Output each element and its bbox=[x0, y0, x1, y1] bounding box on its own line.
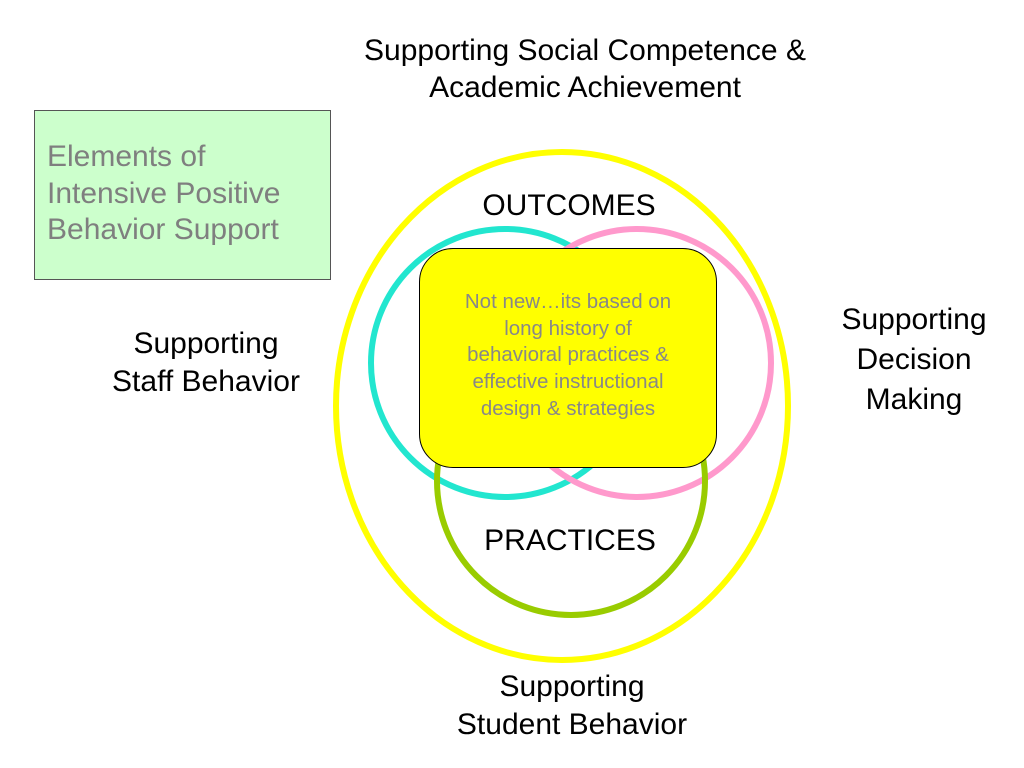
staff-behavior-label: Supporting Staff Behavior bbox=[86, 325, 326, 402]
decision-making-label-line-1: Supporting bbox=[841, 303, 987, 336]
student-behavior-label: Supporting Student Behavior bbox=[402, 668, 742, 745]
diagram-heading-line-1: Supporting Social Competence & bbox=[364, 34, 806, 67]
student-behavior-label-line-1: Supporting bbox=[499, 670, 645, 703]
decision-making-label-line-2: Decision bbox=[856, 342, 972, 376]
staff-behavior-label-line-2: Staff Behavior bbox=[112, 365, 300, 399]
center-box-line-4: effective instructional bbox=[472, 369, 664, 393]
center-box: Not new…its based on long history of beh… bbox=[419, 248, 717, 468]
diagram-heading: Supporting Social Competence & Academic … bbox=[300, 33, 870, 106]
center-box-line-3: behavioral practices & bbox=[467, 343, 669, 367]
title-box: Elements of Intensive Positive Behavior … bbox=[34, 110, 331, 280]
practices-label: PRACTICES bbox=[484, 524, 656, 557]
center-box-line-1: Not new…its based on bbox=[464, 290, 672, 313]
outer-circle bbox=[333, 149, 791, 663]
diagram-heading-line-2: Academic Achievement bbox=[429, 70, 741, 104]
decision-making-label-line-3: Making bbox=[865, 382, 963, 416]
decision-making-label: Supporting Decision Making bbox=[812, 300, 1016, 420]
center-box-text: Not new…its based on long history of beh… bbox=[430, 289, 706, 422]
staff-behavior-label-line-1: Supporting bbox=[133, 327, 279, 360]
outcomes-label: OUTCOMES bbox=[482, 189, 656, 222]
slide-title-line-3: Behavior Support bbox=[47, 213, 279, 247]
student-behavior-label-line-2: Student Behavior bbox=[456, 708, 688, 742]
slide-title-line-2: Intensive Positive bbox=[47, 176, 281, 210]
center-box-line-5: design & strategies bbox=[480, 396, 656, 420]
slide-title: Elements of Intensive Positive Behavior … bbox=[47, 139, 327, 249]
center-box-line-2: long history of bbox=[504, 316, 632, 340]
slide-title-line-1: Elements of bbox=[47, 140, 206, 173]
